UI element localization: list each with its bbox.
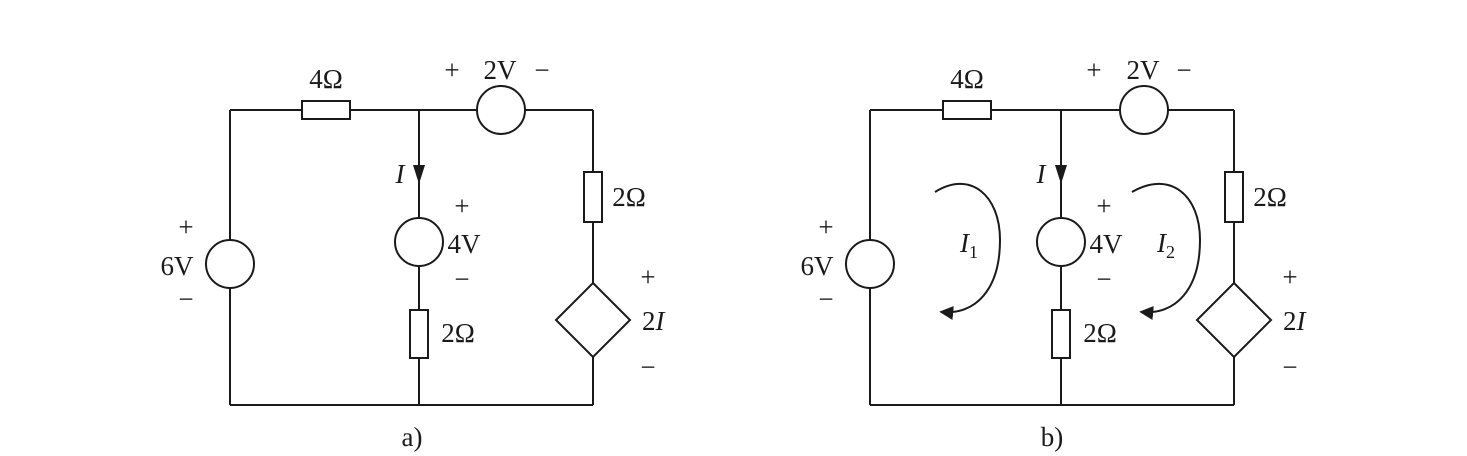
source-mid-plus: + [1096,191,1111,221]
source-left-minus: − [818,284,833,314]
source-left-value: 6V [801,251,835,281]
resistor-top-label: 4Ω [309,64,343,94]
source-mid-plus: + [454,191,469,221]
wires [229,109,594,406]
current-arrow-icon [413,165,425,184]
dependent-source-diamond [554,281,632,359]
resistor-top-label: 4Ω [950,64,984,94]
resistor-2ohm-right [583,171,603,223]
dep-source-value: 2I [1283,306,1308,336]
source-left-value: 6V [161,251,195,281]
source-mid-minus: − [454,264,469,294]
source-mid-minus: − [1096,264,1111,294]
dep-source-plus: + [640,262,655,292]
current-label: I [395,159,407,189]
voltage-source-6v [845,239,895,289]
source-mid-value: 4V [1090,229,1124,259]
resistor-right-label: 2Ω [1253,182,1287,212]
resistor-mid-label: 2Ω [441,318,475,348]
mesh-current-1-sub: 1 [969,242,978,262]
source-top-value: 2V [484,55,518,85]
voltage-source-6v [205,239,255,289]
dep-source-coef: 2 [1283,306,1297,336]
resistor-2ohm-right [1224,171,1244,223]
voltage-source-2v [476,85,526,135]
source-top-value: 2V [1127,55,1161,85]
dep-source-value: 2I [642,306,667,336]
source-mid-value: 4V [448,229,482,259]
resistor-right-label: 2Ω [612,182,646,212]
circuit-b: 4Ω + 2V − + 6V − I + 4V − 2Ω 2Ω + 2I − I… [801,55,1308,452]
current-arrow-icon [1055,165,1067,184]
dependent-source-diamond [1195,281,1273,359]
resistor-4ohm [942,100,992,120]
resistor-mid-label: 2Ω [1083,318,1117,348]
source-top-plus: + [1086,55,1101,85]
mesh-arrow-1-icon [934,182,1002,320]
circuit-a: 4Ω + 2V − + 6V − I + 4V − 2Ω 2Ω + 2I − a… [161,55,667,452]
dep-source-plus: + [1282,262,1297,292]
resistor-2ohm-mid [409,309,429,359]
voltage-source-2v [1119,85,1169,135]
resistor-4ohm [301,100,351,120]
caption-a: a) [402,422,423,452]
mesh-current-1-var: I [959,228,971,258]
resistor-2ohm-mid [1051,309,1071,359]
source-top-plus: + [444,55,459,85]
dep-source-minus: − [640,352,655,382]
voltage-source-4v [1036,217,1086,267]
source-left-plus: + [818,212,833,242]
voltage-source-4v [394,217,444,267]
caption-b: b) [1041,422,1064,452]
dep-source-var: I [1296,306,1308,336]
current-label: I [1036,159,1048,189]
source-left-minus: − [178,284,193,314]
mesh-current-2-label: I2 [1156,228,1175,262]
mesh-current-2-sub: 2 [1166,242,1175,262]
source-top-minus: − [1176,55,1191,85]
mesh-current-2-var: I [1156,228,1168,258]
dep-source-minus: − [1282,352,1297,382]
mesh-current-1-label: I1 [959,228,978,262]
dep-source-coef: 2 [642,306,656,336]
mesh-arrow-2-icon [1131,182,1202,320]
wires [869,109,1235,406]
source-left-plus: + [178,212,193,242]
dep-source-var: I [655,306,667,336]
source-top-minus: − [534,55,549,85]
